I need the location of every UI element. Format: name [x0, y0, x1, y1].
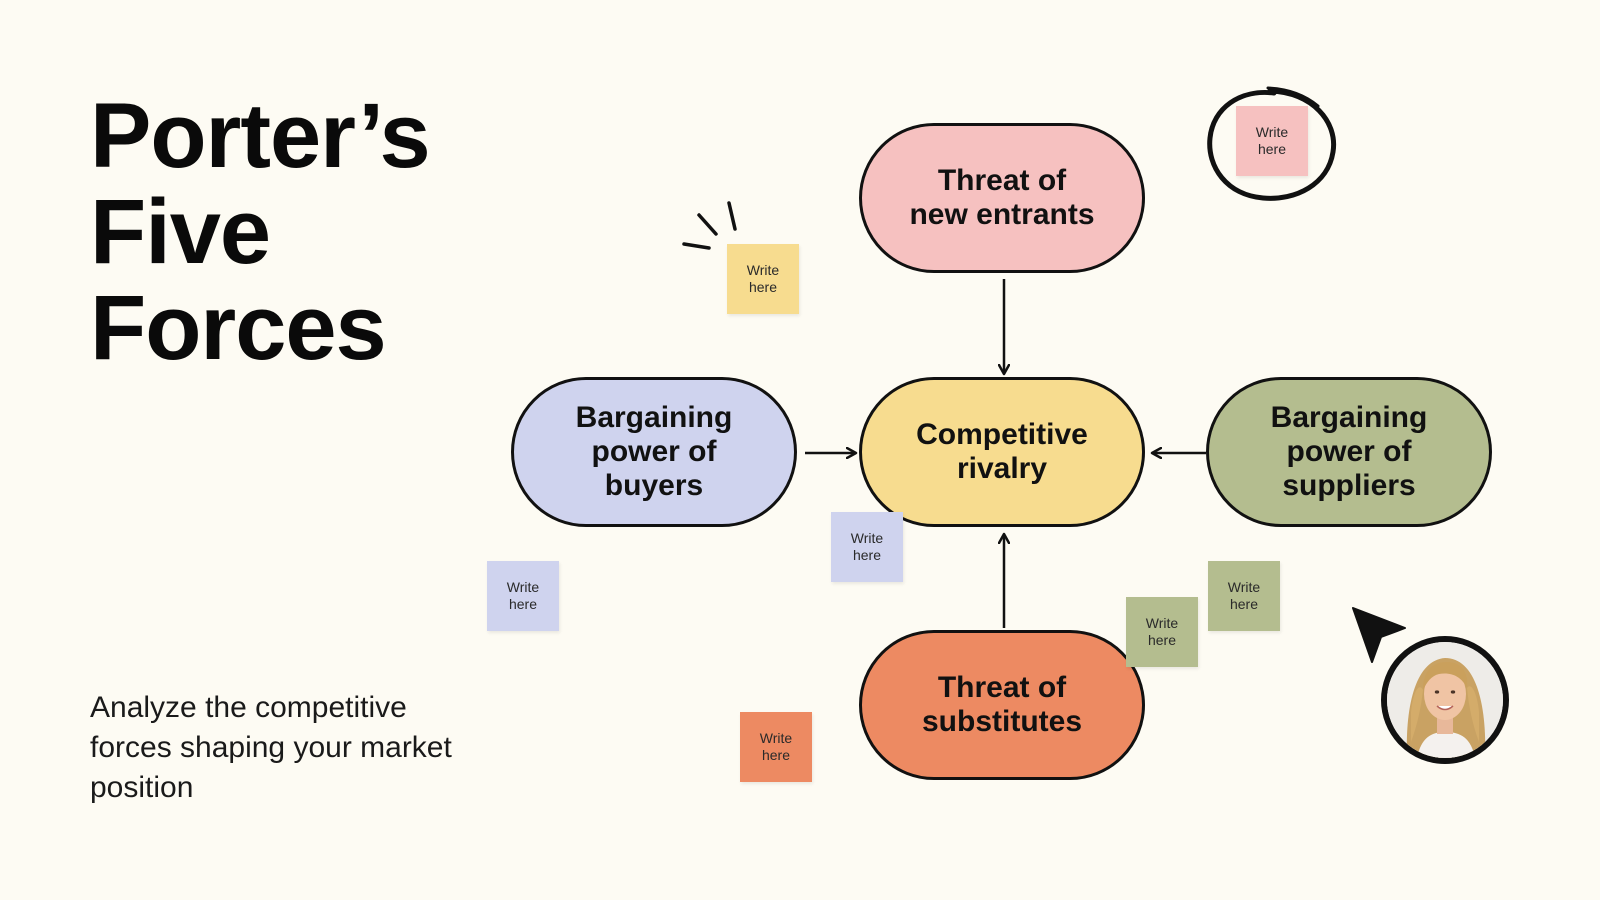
node-label-line: power of [591, 435, 717, 468]
cursor-arrow-icon [1352, 607, 1406, 663]
title-line-3: Forces [90, 277, 387, 379]
node-threat-of-new-entrants[interactable]: Threat of new entrants [859, 123, 1145, 273]
user-avatar[interactable] [1381, 636, 1509, 764]
sticky-text: here [1147, 632, 1176, 648]
page-title: Porter’s Five Forces [90, 85, 431, 379]
node-label-line: power of [1286, 435, 1412, 468]
title-line-1: Porter’s [90, 85, 431, 187]
node-bargaining-power-of-buyers[interactable]: Bargaining power of buyers [511, 377, 797, 527]
sticky-text: here [1257, 141, 1286, 157]
sticky-text: here [508, 596, 537, 612]
sticky-text: Write [759, 730, 793, 746]
node-label-line: Threat of [937, 671, 1067, 704]
sticky-text: here [761, 747, 790, 763]
node-label-line: Bargaining [575, 401, 733, 434]
node-threat-of-substitutes[interactable]: Threat of substitutes [859, 630, 1145, 780]
sparkle-lines-icon [682, 201, 737, 250]
sticky-text: Write [746, 262, 780, 278]
avatar-portrait [1387, 642, 1503, 758]
page-subtitle: Analyze the competitive forces shaping y… [90, 691, 452, 804]
sticky-text: Write [506, 579, 540, 595]
node-competitive-rivalry[interactable]: Competitive rivalry [859, 377, 1145, 527]
node-label-line: new entrants [909, 198, 1095, 231]
title-line-2: Five [90, 181, 271, 283]
node-label-line: Threat of [937, 164, 1067, 197]
sticky-text: here [748, 279, 777, 295]
node-bargaining-power-of-suppliers[interactable]: Bargaining power of suppliers [1206, 377, 1492, 527]
sticky-text: Write [850, 530, 884, 546]
sticky-text: here [852, 547, 881, 563]
node-label-line: suppliers [1282, 469, 1416, 502]
sticky-text: Write [1255, 124, 1289, 140]
node-label-line: Bargaining [1270, 401, 1428, 434]
node-label-line: buyers [604, 469, 704, 502]
node-label-line: substitutes [921, 705, 1083, 738]
node-label-line: Competitive [916, 418, 1088, 451]
sticky-text: here [1229, 596, 1258, 612]
sticky-text: Write [1145, 615, 1179, 631]
hand-drawn-circle [1207, 86, 1337, 201]
node-label-line: rivalry [956, 452, 1048, 485]
sticky-text: Write [1227, 579, 1261, 595]
